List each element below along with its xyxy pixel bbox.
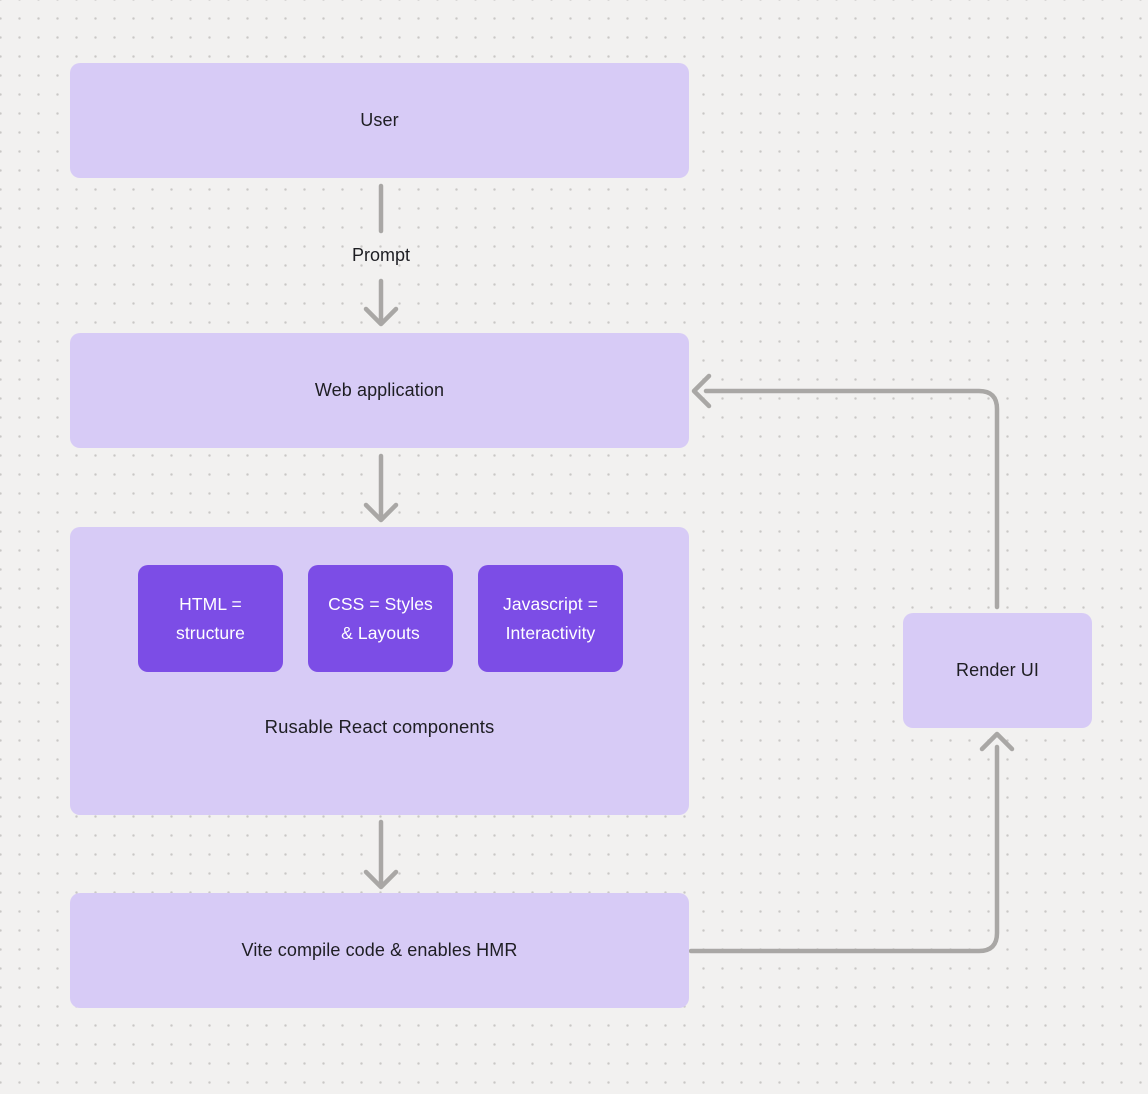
node-components-group: HTML = structure CSS = Styles & Layouts … [70,527,689,815]
chip-html: HTML = structure [138,565,283,672]
node-render-ui: Render UI [903,613,1092,728]
edge-label-prompt: Prompt [351,245,411,265]
node-vite: Vite compile code & enables HMR [70,893,689,1008]
edge-vite-to-renderui [688,731,1015,954]
arrowhead-left-icon [691,373,712,409]
arrowhead-up-icon [979,731,1015,752]
node-vite-label: Vite compile code & enables HMR [241,940,518,960]
arrowhead-down-icon [363,306,399,327]
node-render-ui-label: Render UI [956,660,1039,680]
node-user: User [70,63,689,178]
node-user-label: User [360,110,399,130]
chip-javascript-label: Javascript = Interactivity [502,593,599,643]
edge-components-to-vite [363,819,399,890]
edge-webapp-to-components [363,453,399,523]
edge-prompt-to-webapp [363,278,399,327]
arrowhead-down-icon [363,502,399,523]
arrowhead-down-icon [363,869,399,890]
components-group-caption: Rusable React components [264,716,495,737]
chip-javascript: Javascript = Interactivity [478,565,623,672]
node-web-application-label: Web application [314,380,445,400]
chip-css-label: CSS = Styles & Layouts [328,593,433,643]
edge-renderui-to-webapp [691,373,1000,610]
chip-html-label: HTML = structure [176,593,245,643]
chip-css: CSS = Styles & Layouts [308,565,453,672]
node-web-application: Web application [70,333,689,448]
